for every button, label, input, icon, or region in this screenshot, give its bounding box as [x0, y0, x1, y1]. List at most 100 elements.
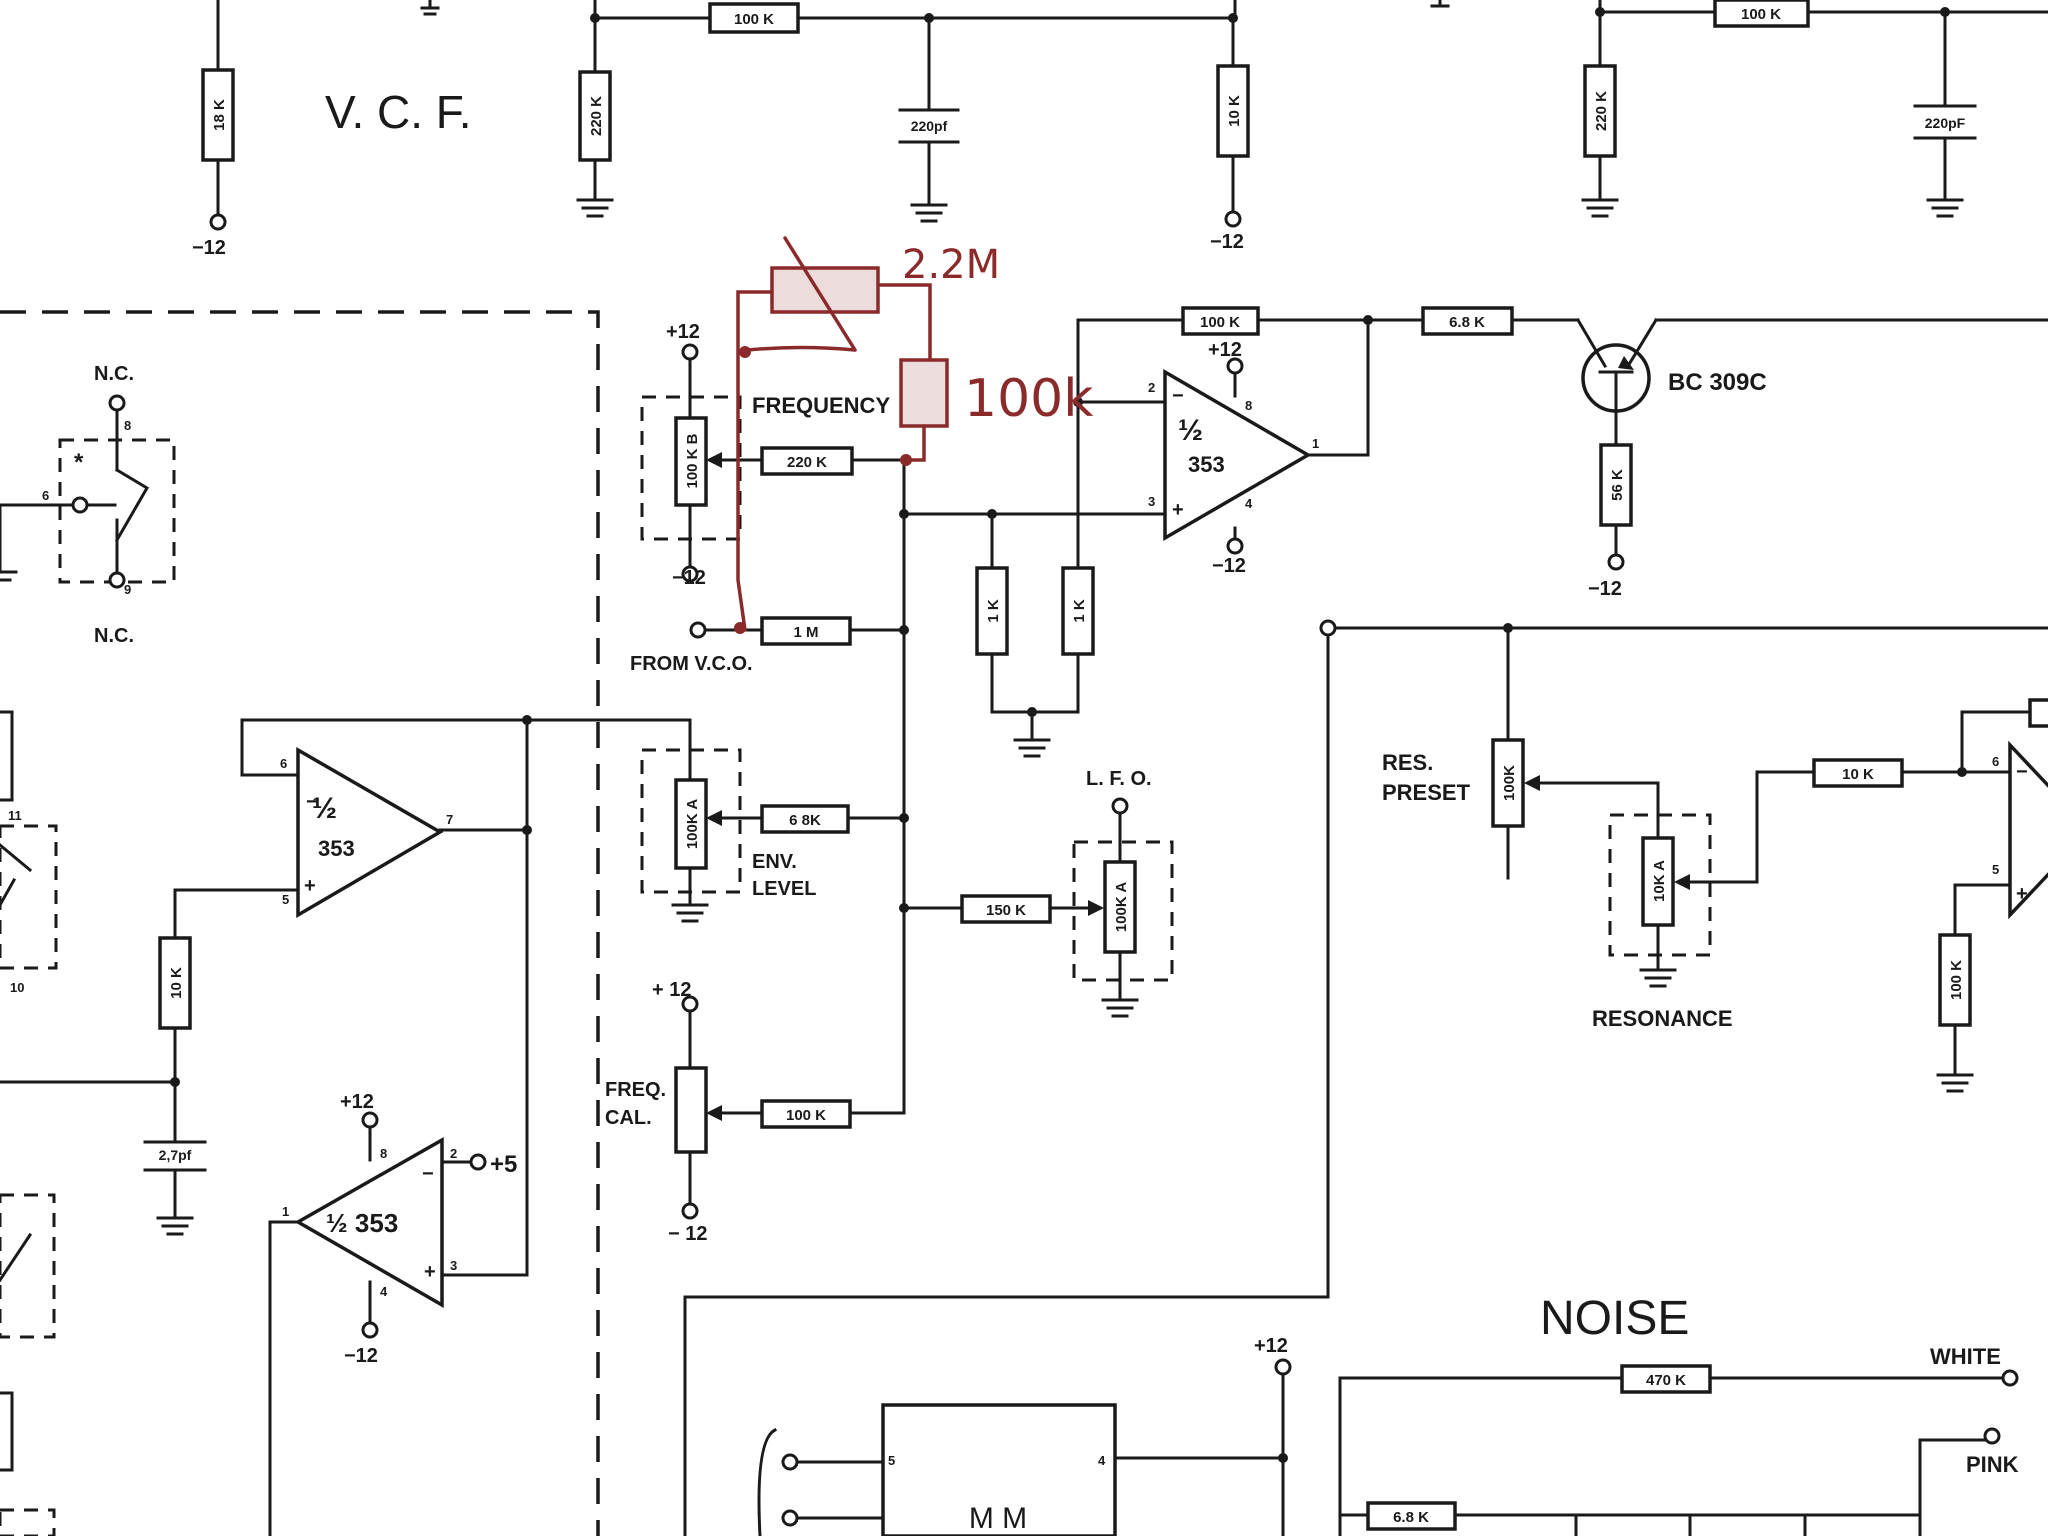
svg-text:1 K: 1 K — [985, 599, 1002, 623]
resistor-10k-top — [1216, 64, 1250, 158]
transistor-group: 56 K −12 BC 309C — [1575, 317, 2048, 600]
env-level-pot[interactable] — [674, 778, 708, 870]
svg-text:8: 8 — [1245, 398, 1252, 413]
resonance-pot[interactable] — [1641, 836, 1675, 927]
svg-text:1: 1 — [1312, 436, 1319, 451]
resistor-100k-top — [708, 2, 800, 34]
env-level-group: 100K A 6 8K ENV. LEVEL — [640, 740, 874, 923]
white-output[interactable] — [2001, 1369, 2019, 1387]
freq-cal-trimmer[interactable] — [674, 1066, 708, 1154]
from-vco-label: FROM V.C.O. — [630, 653, 753, 675]
svg-text:100 K B: 100 K B — [684, 433, 701, 488]
svg-text:100 K: 100 K — [1200, 314, 1240, 331]
svg-text:6: 6 — [280, 756, 287, 771]
svg-text:4: 4 — [380, 1284, 388, 1299]
top-section: 18 K −12 V. C. F. 100 K 220 K 220pf 10 K… — [192, 0, 2048, 259]
pink-output[interactable] — [1983, 1427, 2001, 1445]
svg-text:½: ½ — [312, 792, 337, 825]
svg-text:−: − — [306, 791, 318, 813]
svg-text:100K A: 100K A — [684, 799, 701, 849]
resistor-1k-a — [975, 566, 1009, 656]
capacitor-220pf-b — [1913, 104, 1977, 140]
frequency-label: FREQUENCY — [752, 393, 890, 418]
svg-text:353: 353 — [1188, 452, 1225, 477]
added-resistor-100k — [899, 358, 949, 428]
resonance-group: 100K RES. PRESET 10K A RESONANCE 10 K − … — [683, 619, 2048, 1536]
svg-text:6.8 K: 6.8 K — [1449, 314, 1485, 331]
resistor-220k-freq — [760, 446, 854, 476]
resistor-10k-top-label: 10 K — [1226, 95, 1243, 127]
svg-text:−12: −12 — [344, 1345, 378, 1367]
svg-text:6: 6 — [1992, 754, 1999, 769]
svg-text:10: 10 — [10, 980, 24, 995]
svg-text:−12: −12 — [1588, 578, 1622, 600]
noise-group: NOISE +12 470 K 6.8 K WHITE PINK M M 5 4 — [757, 1292, 2019, 1536]
svg-text:CAL.: CAL. — [605, 1107, 652, 1129]
terminal-neg12-top — [209, 213, 227, 231]
res-preset-trimmer[interactable] — [1491, 738, 1525, 828]
svg-text:6: 6 — [42, 488, 49, 503]
capacitor-220pf-a — [898, 108, 960, 144]
resistor-10k-left — [158, 936, 192, 1030]
resistor-10k-res — [1812, 758, 1904, 788]
opamp-left-body — [296, 746, 444, 919]
svg-text:10 K: 10 K — [1842, 766, 1874, 783]
frequency-pot-group: +12 100 K B −12 220 K FREQUENCY — [640, 321, 906, 589]
white-label: WHITE — [1930, 1344, 2001, 1369]
svg-text:150 K: 150 K — [986, 902, 1026, 919]
svg-text:9: 9 — [124, 582, 131, 597]
svg-text:5: 5 — [282, 892, 289, 907]
pink-label: PINK — [1966, 1452, 2019, 1477]
rail-label-neg12-top-b: −12 — [1210, 231, 1244, 253]
svg-text:2,7pf: 2,7pf — [159, 1147, 192, 1163]
resistor-56k — [1599, 443, 1633, 527]
resistor-100k-cal — [760, 1099, 852, 1129]
resistor-100k-right — [1938, 933, 1972, 1027]
svg-text:+12: +12 — [1254, 1335, 1288, 1357]
lfo-pot[interactable] — [1103, 860, 1137, 954]
svg-text:8: 8 — [124, 418, 131, 433]
opamp-ref-body — [294, 1136, 444, 1309]
nc-top-label: N.C. — [94, 363, 134, 385]
svg-text:4: 4 — [1098, 1453, 1106, 1468]
svg-text:100K A: 100K A — [1113, 882, 1130, 932]
frequency-pot[interactable] — [674, 416, 708, 507]
handwritten-annotations: 2.2M 100k — [734, 236, 1093, 634]
resistor-1k-b — [1061, 566, 1095, 656]
lfo-label: L. F. O. — [1086, 768, 1152, 790]
svg-text:10K A: 10K A — [1651, 860, 1668, 902]
rail-label-neg12-top: −12 — [192, 237, 226, 259]
resistor-220k-topright-label: 220 K — [1593, 91, 1610, 131]
svg-text:−: − — [2016, 761, 2028, 783]
resistor-150k — [960, 894, 1052, 924]
added-resistor-22m — [770, 266, 880, 314]
annotation-22m: 2.2M — [902, 242, 1000, 288]
svg-text:+: + — [304, 875, 316, 897]
svg-text:−: − — [1172, 385, 1184, 407]
svg-text:1 K: 1 K — [1071, 599, 1088, 623]
resistor-100k-topright-label: 100 K — [1741, 6, 1781, 23]
vcf-title: V. C. F. — [325, 86, 472, 138]
resistor-100k-topright — [1713, 0, 1810, 28]
resistor-220k-topright — [1583, 64, 1617, 158]
svg-text:470 K: 470 K — [1646, 1372, 1686, 1389]
noise-title: NOISE — [1540, 1292, 1689, 1345]
svg-text:−12: −12 — [1212, 555, 1246, 577]
svg-text:+12: +12 — [340, 1091, 374, 1113]
opamp-main: ½ 353 − + 100 K 6.8 K +12 −12 2 3 8 4 1 — [1073, 306, 1580, 577]
svg-text:2: 2 — [450, 1146, 457, 1161]
svg-text:6 8K: 6 8K — [789, 812, 821, 829]
svg-text:10 K: 10 K — [168, 967, 185, 999]
svg-text:1: 1 — [282, 1204, 289, 1219]
resistor-1k-pair: 1 K 1 K — [975, 318, 1095, 758]
noise-chip — [881, 1403, 1117, 1536]
svg-text:+12: +12 — [1208, 339, 1242, 361]
svg-text:8: 8 — [380, 1146, 387, 1161]
lfo-group: L. F. O. 100K A 150 K — [960, 768, 1174, 1018]
svg-text:½: ½ — [1178, 414, 1203, 447]
svg-text:2: 2 — [1148, 380, 1155, 395]
annotation-100k: 100k — [964, 369, 1093, 429]
nc-bottom-label: N.C. — [94, 625, 134, 647]
svg-text:+: + — [1172, 499, 1184, 521]
svg-text:ENV.: ENV. — [752, 851, 797, 873]
